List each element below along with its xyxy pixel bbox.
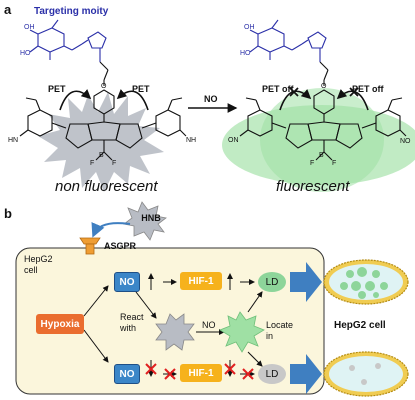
big-arrow-bottom <box>290 354 322 394</box>
react-gray-star <box>155 313 195 351</box>
hif-box-top: HIF-1 <box>180 272 222 290</box>
asgpr-receptor <box>79 237 101 245</box>
targeting-moity-label: Targeting moity <box>34 6 109 17</box>
right-molecule <box>239 19 407 161</box>
atom-oh-2: OH <box>244 24 255 31</box>
atom-f-1: F <box>90 160 95 167</box>
panel-a-letter: a <box>4 2 12 17</box>
atom-f-2: F <box>112 160 117 167</box>
left-molecule <box>19 19 187 161</box>
panel-b-letter: b <box>4 206 12 221</box>
cell-label: HepG2 cell <box>24 254 53 275</box>
react-green-star <box>219 311 265 353</box>
pet-right-label: PET <box>132 84 150 94</box>
right-caption: fluorescent <box>276 178 350 195</box>
atom-b-1: B <box>99 152 104 159</box>
hepg2-cell-right-label: HepG2 cell <box>334 320 386 331</box>
hnb-label: HNB <box>141 213 161 223</box>
no-box-top: NO <box>114 272 140 292</box>
atom-hn: HN <box>8 137 19 144</box>
ld-top: LD <box>258 272 286 292</box>
panel-a-diagram <box>19 19 415 192</box>
atom-o-2: O <box>321 83 327 90</box>
no-box-bottom: NO <box>114 364 140 384</box>
atom-ho-1: HO <box>20 50 31 57</box>
inhibition-crosses <box>145 363 254 380</box>
hif-box-bottom: HIF-1 <box>180 364 222 382</box>
reaction-arrow-label: NO <box>204 94 218 104</box>
panel-b-diagram <box>15 201 409 397</box>
quench-starburst <box>38 92 164 192</box>
locate-in-label: Locate in <box>266 320 294 341</box>
pet-off-left-label: PET off <box>262 84 294 94</box>
react-with-label: React with <box>120 312 144 333</box>
atom-on: ON <box>228 137 239 144</box>
atom-nh: NH <box>186 137 197 144</box>
hnb-star <box>123 201 167 241</box>
big-arrow-top <box>290 262 322 302</box>
atom-f-3: F <box>310 160 315 167</box>
atom-oh-1: OH <box>24 24 35 31</box>
pet-left-label: PET <box>48 84 66 94</box>
asgpr-label: ASGPR <box>104 241 137 251</box>
pet-off-crosses <box>289 87 359 97</box>
atom-f-4: F <box>332 160 337 167</box>
atom-ho-2: HO <box>240 50 251 57</box>
hypoxia-box: Hypoxia <box>36 314 84 334</box>
atom-b-2: B <box>319 152 324 159</box>
atom-no: NO <box>400 138 411 145</box>
no-mid-label: NO <box>202 320 216 330</box>
left-caption: non fluorescent <box>55 178 158 195</box>
atom-o-1: O <box>101 83 107 90</box>
cell-top-lipid-droplets <box>340 267 388 299</box>
ld-bottom: LD <box>258 364 286 384</box>
cell-bottom-lipid-droplets <box>349 363 381 385</box>
pet-off-right-label: PET off <box>352 84 384 94</box>
